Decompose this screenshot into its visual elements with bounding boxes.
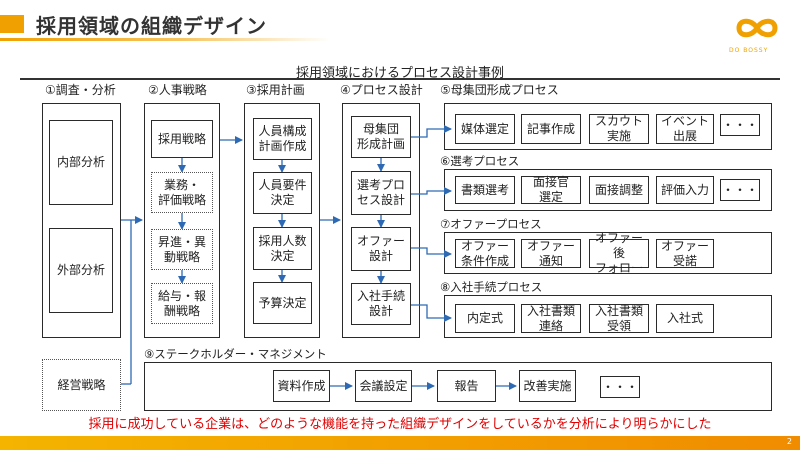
internal-analysis-box: 内部分析 bbox=[49, 120, 113, 205]
promotion-transfer-strategy-box: 昇進・異 動戦略 bbox=[151, 229, 213, 270]
section-head-offer: ⑦オファープロセス bbox=[440, 217, 542, 231]
page-number: 2 bbox=[786, 437, 792, 446]
stakeholder-more-item: ・・・ bbox=[600, 376, 640, 398]
onboarding-item: 入社書類 受領 bbox=[589, 304, 649, 333]
onboarding-item: 内定式 bbox=[455, 304, 515, 333]
offer-design-box: オファー 設計 bbox=[351, 227, 411, 271]
business-evaluation-strategy-box: 業務・ 評価戦略 bbox=[151, 172, 213, 213]
subtitle-underline bbox=[20, 78, 780, 80]
recruit-strategy-box: 採用戦略 bbox=[151, 120, 213, 158]
salary-reward-strategy-box: 給与・報 酬戦略 bbox=[151, 283, 213, 324]
management-strategy-box: 経営戦略 bbox=[42, 359, 121, 411]
selection-more-item: ・・・ bbox=[720, 179, 760, 201]
column-head-analysis: ①調査・分析 bbox=[45, 83, 116, 97]
stakeholder-item: 改善実施 bbox=[519, 370, 576, 402]
stakeholder-item: 報告 bbox=[437, 370, 496, 402]
offer-item: オファー 条件作成 bbox=[455, 239, 515, 268]
offer-item: オファー 受諾 bbox=[656, 239, 714, 268]
selection-design-box: 選考プロ セス設計 bbox=[351, 171, 411, 215]
external-analysis-box: 外部分析 bbox=[49, 228, 113, 313]
staffing-plan-box: 人員構成 計画作成 bbox=[253, 118, 312, 160]
selection-item: 面接調整 bbox=[589, 176, 649, 204]
onboarding-design-box: 入社手続 設計 bbox=[351, 283, 411, 325]
section-head-onboarding: ⑧入社手続プロセス bbox=[440, 280, 543, 294]
population-item: イベント 出展 bbox=[656, 114, 714, 144]
population-item: 記事作成 bbox=[521, 114, 581, 144]
selection-item: 面接官 選定 bbox=[521, 175, 581, 204]
onboarding-item: 入社式 bbox=[656, 304, 714, 333]
offer-item: オファー後 フォロー bbox=[589, 231, 649, 275]
page-title: 採用領域の組織デザイン bbox=[36, 14, 267, 38]
column-head-hr-strategy: ②人事戦略 bbox=[148, 83, 207, 97]
logo-text: DO BOSSY bbox=[729, 47, 769, 54]
population-item: スカウト 実施 bbox=[589, 114, 649, 144]
column-head-process-design: ④プロセス設計 bbox=[340, 83, 423, 97]
column-head-hiring-plan: ③採用計画 bbox=[246, 83, 305, 97]
population-more-item: ・・・ bbox=[720, 114, 760, 136]
section-head-selection: ⑥選考プロセス bbox=[440, 154, 520, 168]
stakeholder-item: 会議設定 bbox=[355, 370, 412, 402]
infinity-logo-icon bbox=[736, 18, 778, 38]
population-plan-box: 母集団 形成計画 bbox=[351, 116, 411, 158]
headcount-decision-box: 採用人数 決定 bbox=[253, 227, 312, 270]
selection-item: 書類選考 bbox=[455, 176, 515, 204]
conclusion-text: 採用に成功している企業は、どのような機能を持った組織デザインをしているかを分析に… bbox=[88, 417, 712, 432]
title-accent-bar bbox=[0, 15, 24, 33]
footer-bar bbox=[0, 436, 800, 450]
onboarding-item: 入社書類 連絡 bbox=[521, 304, 581, 333]
population-item: 媒体選定 bbox=[455, 114, 515, 144]
section-head-stakeholder: ⑨ステークホルダー・マネジメント bbox=[144, 347, 327, 361]
stakeholder-item: 資料作成 bbox=[273, 370, 330, 402]
budget-decision-box: 予算決定 bbox=[253, 282, 312, 324]
section-head-population: ⑤母集団形成プロセス bbox=[440, 83, 559, 97]
diagram-subtitle: 採用領域におけるプロセス設計事例 bbox=[295, 66, 504, 81]
title-underline bbox=[0, 38, 330, 41]
selection-item: 評価入力 bbox=[656, 176, 714, 204]
personnel-requirements-box: 人員要件 決定 bbox=[253, 172, 312, 214]
offer-item: オファー 通知 bbox=[521, 239, 581, 268]
